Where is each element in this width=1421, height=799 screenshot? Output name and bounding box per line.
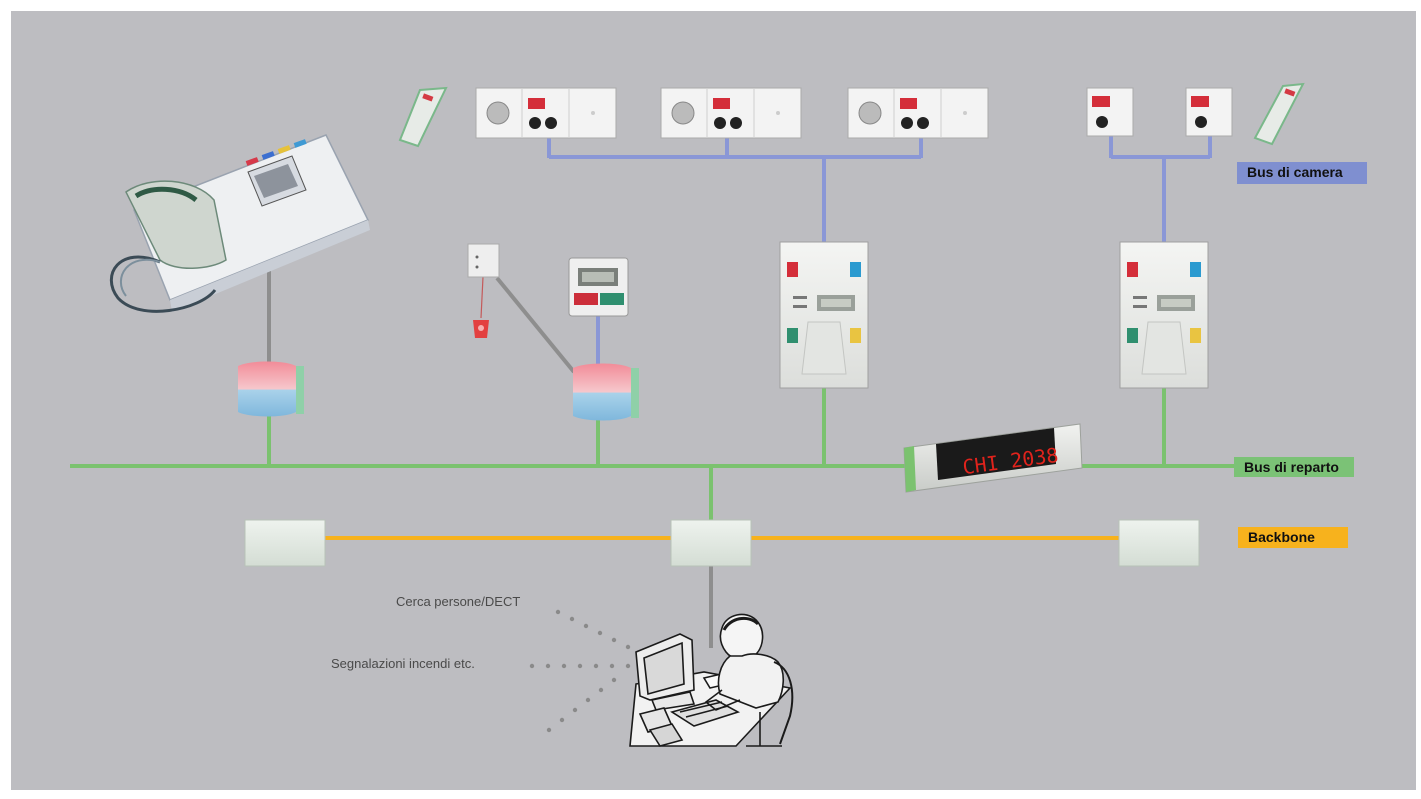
pull-cord — [480, 276, 484, 319]
cerca-persone-label: Cerca persone/DECT — [396, 594, 521, 609]
bus-coupler-icon — [238, 361, 304, 417]
network-node-icon — [670, 519, 752, 567]
corridor-display-icon — [903, 423, 1083, 493]
network-node-icon — [1118, 519, 1200, 567]
bed-terminal-icon — [568, 257, 629, 317]
bus-camera-lines — [547, 136, 1212, 364]
wireless-handset-icon — [398, 86, 448, 148]
wireless-handset-icon — [1253, 82, 1305, 146]
backbone-label: Backbone — [1238, 527, 1348, 548]
room-panel-icon — [660, 87, 802, 139]
desk-telephone-icon — [109, 134, 370, 313]
gray-connectors — [267, 262, 713, 648]
signal-dots — [529, 609, 631, 733]
bus-coupler-icon — [573, 363, 639, 421]
network-node-icon — [244, 519, 326, 567]
room-panel-icon — [475, 87, 617, 139]
call-button-icon — [1185, 87, 1233, 137]
room-panel-icon — [847, 87, 989, 139]
pull-cord-switch-icon — [467, 243, 500, 338]
segnalazioni-label: Segnalazioni incendi etc. — [331, 656, 475, 671]
call-button-icon — [1086, 87, 1134, 137]
room-panel-icon — [1119, 241, 1209, 389]
operator-workstation-icon — [629, 613, 794, 747]
bus-reparto-label: Bus di reparto — [1234, 457, 1354, 477]
room-panel-icon — [779, 241, 869, 389]
bus-camera-label: Bus di camera — [1237, 162, 1367, 184]
